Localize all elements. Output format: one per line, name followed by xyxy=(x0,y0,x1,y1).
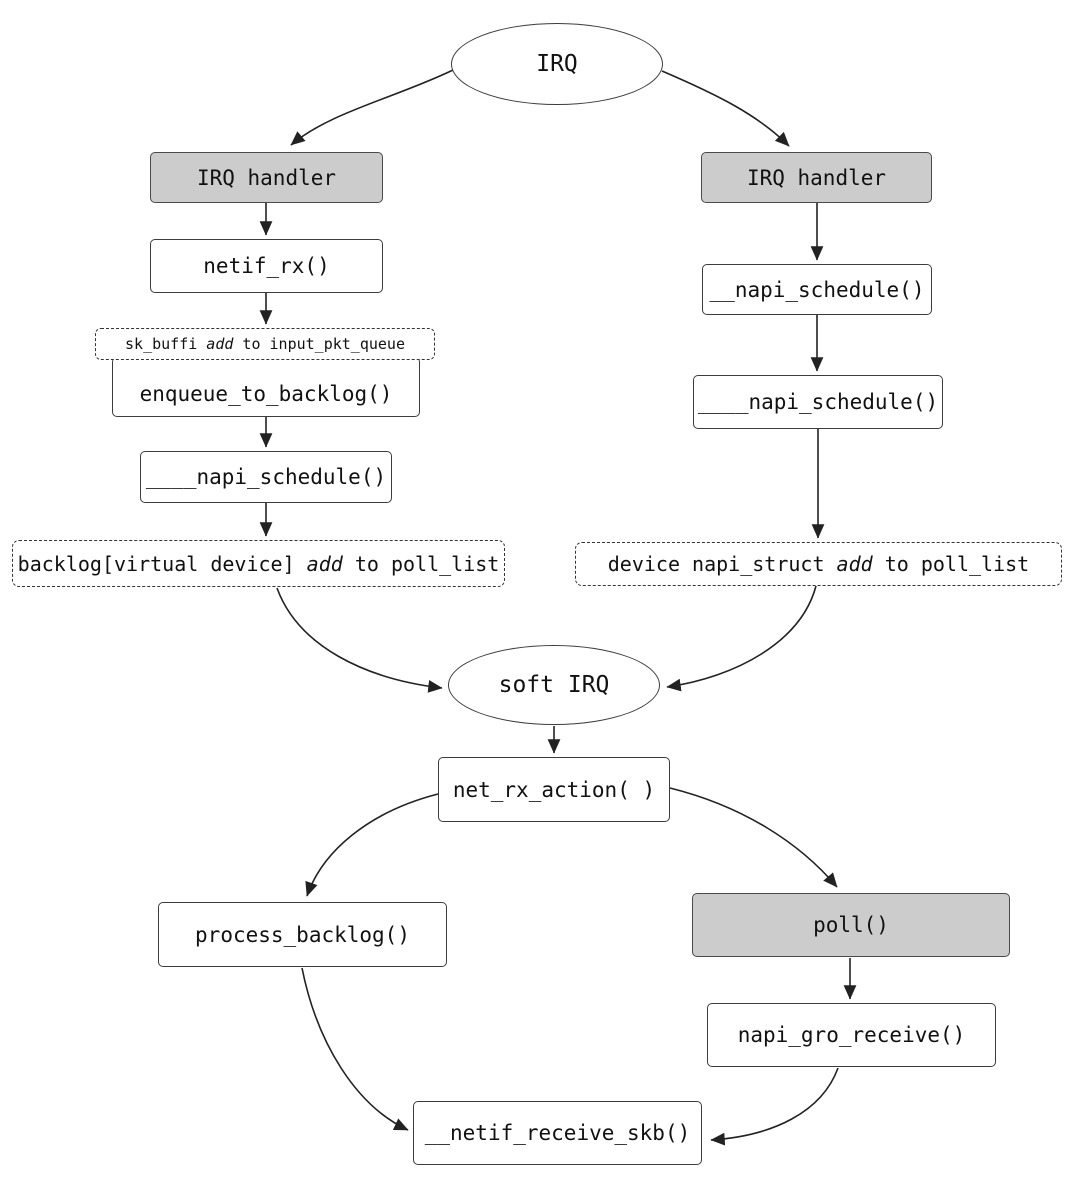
node-irq-handler-left-label: IRQ handler xyxy=(196,165,337,190)
edge-net-rx-action-to-poll xyxy=(669,787,838,888)
node-soft-irq: soft IRQ xyxy=(448,645,660,725)
node-enqueue-to-backlog: enqueue_to_backlog() xyxy=(112,357,420,417)
edge-irq-to-irq-handler-left xyxy=(290,69,454,146)
node-device-note-label: device napi_struct add to poll_list xyxy=(607,552,1030,576)
edge-device-note-to-soft-irq xyxy=(666,585,817,692)
node-net-rx-action-label: net_rx_action( ) xyxy=(452,777,656,802)
node-netif-rx: netif_rx() xyxy=(150,239,383,293)
node-napi-schedule4-left: ____napi_schedule() xyxy=(140,451,392,503)
node-backlog-note-label: backlog[virtual device] add to poll_list xyxy=(17,551,500,576)
node-netif-receive-skb: __netif_receive_skb() xyxy=(413,1101,702,1165)
node-napi-schedule2-label: __napi_schedule() xyxy=(709,277,925,302)
node-sk-buff-note-label: sk_buffi add to input_pkt_queue xyxy=(125,335,405,353)
node-irq-handler-right: IRQ handler xyxy=(701,152,932,203)
edge-napi-gro-receive-to-netif-receive-skb xyxy=(710,1067,839,1146)
node-poll: poll() xyxy=(692,893,1010,957)
node-netif-rx-label: netif_rx() xyxy=(203,254,330,278)
node-device-note: device napi_struct add to poll_list xyxy=(575,542,1062,586)
node-napi-gro-receive: napi_gro_receive() xyxy=(707,1003,996,1067)
edge-process-backlog-to-netif-receive-skb xyxy=(301,967,409,1131)
node-napi-schedule2: __napi_schedule() xyxy=(702,264,932,315)
node-poll-label: poll() xyxy=(813,913,889,937)
node-irq-handler-left: IRQ handler xyxy=(150,152,383,203)
node-process-backlog: process_backlog() xyxy=(158,902,447,967)
node-napi-schedule4-right: ____napi_schedule() xyxy=(693,375,943,429)
edge-backlog-note-to-soft-irq xyxy=(276,587,443,693)
node-sk-buff-note: sk_buffi add to input_pkt_queue xyxy=(95,328,435,360)
edge-irq-to-irq-handler-right xyxy=(661,70,790,147)
node-process-backlog-label: process_backlog() xyxy=(195,922,410,947)
node-irq-handler-right-label: IRQ handler xyxy=(746,165,887,190)
node-napi-schedule4-right-label: ____napi_schedule() xyxy=(697,390,939,414)
node-napi-schedule4-left-label: ____napi_schedule() xyxy=(145,465,387,489)
node-napi-gro-receive-label: napi_gro_receive() xyxy=(737,1023,966,1047)
node-net-rx-action: net_rx_action( ) xyxy=(438,757,670,822)
node-netif-receive-skb-label: __netif_receive_skb() xyxy=(424,1121,691,1145)
edge-net-rx-action-to-process-backlog xyxy=(305,793,439,897)
node-enqueue-to-backlog-label: enqueue_to_backlog() xyxy=(139,382,393,406)
node-irq: IRQ xyxy=(451,23,663,105)
node-soft-irq-label: soft IRQ xyxy=(498,672,610,698)
node-backlog-note: backlog[virtual device] add to poll_list xyxy=(12,540,505,587)
node-irq-label: IRQ xyxy=(536,51,578,77)
